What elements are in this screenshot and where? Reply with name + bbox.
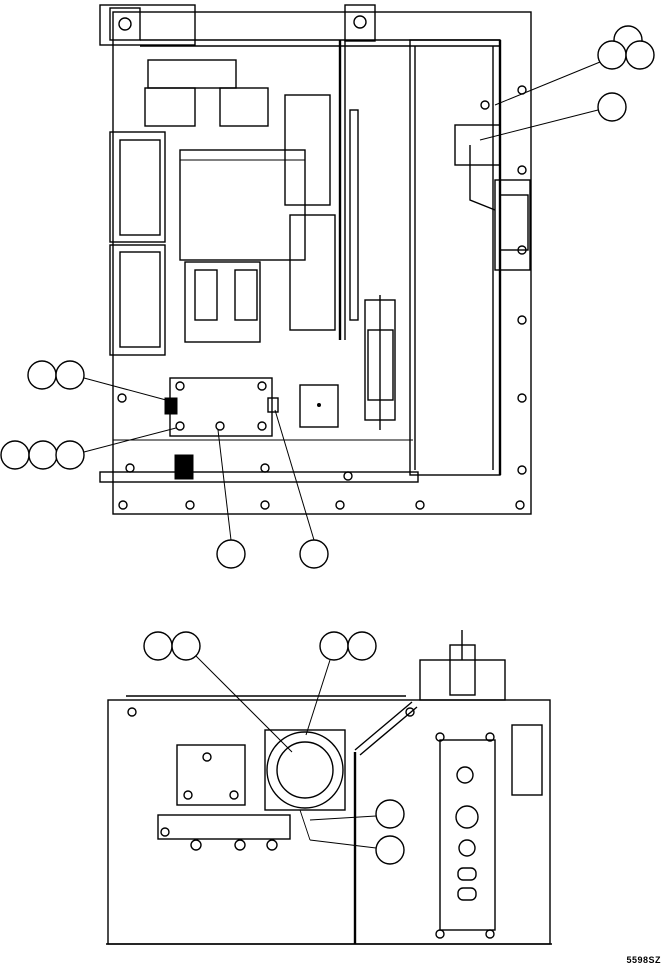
callout-balloon	[319, 631, 349, 661]
callout-balloon	[375, 835, 405, 865]
callout-balloon	[597, 92, 627, 122]
connector-panel	[435, 732, 496, 939]
callout-balloon	[375, 799, 405, 829]
callout-balloon	[597, 40, 627, 70]
side-bracket	[454, 124, 531, 271]
control-module	[164, 377, 279, 437]
top-unit	[419, 659, 506, 701]
callout-balloon	[625, 40, 655, 70]
callout-balloon	[55, 360, 85, 390]
side-view-assembly	[106, 630, 552, 945]
top-mounting-bar	[99, 4, 196, 46]
relay-bank	[109, 59, 336, 356]
callout-balloon	[216, 539, 246, 569]
callout-balloon	[143, 631, 173, 661]
callout-balloon	[55, 440, 85, 470]
side-panel-outline	[107, 699, 551, 945]
callout-balloons	[0, 25, 655, 865]
round-gauge	[264, 729, 346, 811]
callout-balloon	[28, 440, 58, 470]
top-view-assembly	[99, 4, 532, 515]
drawing-id-label: 5598SZ	[626, 955, 661, 965]
right-enclosure	[409, 39, 501, 476]
base-plate	[99, 471, 419, 483]
top-panel-outline	[112, 11, 532, 515]
mounting-holes	[117, 85, 527, 510]
callout-balloon	[347, 631, 377, 661]
mounting-plate	[176, 744, 246, 806]
valve-assembly	[364, 295, 396, 430]
callout-balloon	[27, 360, 57, 390]
callout-balloon	[0, 440, 30, 470]
callout-balloon	[299, 539, 329, 569]
callout-balloon	[171, 631, 201, 661]
leader-lines	[83, 61, 601, 849]
terminal-strip	[157, 814, 291, 840]
